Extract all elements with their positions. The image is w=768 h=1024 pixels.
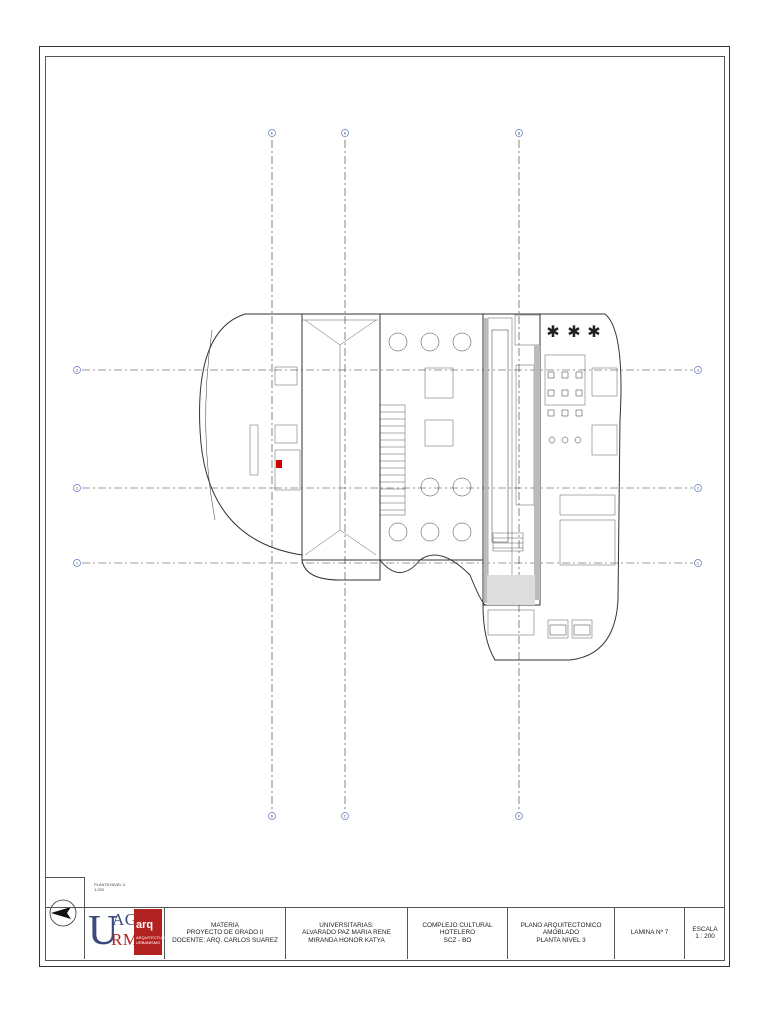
grid-marker-top-a bbox=[341, 129, 349, 137]
grid-label-left-1: 2 bbox=[76, 487, 78, 491]
svg-text:✱: ✱ bbox=[567, 322, 580, 341]
grid-label-right-2: 1 bbox=[697, 562, 699, 566]
grid-marker-right-2 bbox=[694, 484, 702, 492]
faculty-logo: arq ARQUITECTURA URBANISMO bbox=[134, 909, 168, 955]
materia-teacher: DOCENTE: ARQ. CARLOS SUAREZ bbox=[172, 936, 278, 944]
grid-lines bbox=[82, 140, 693, 810]
grid-marker-left-3 bbox=[73, 366, 81, 374]
title-block-plan: PLANO ARQUITECTONICO AMOBLADO PLANTA NIV… bbox=[508, 907, 615, 959]
grid-marker-top-b bbox=[515, 129, 523, 137]
grid-label-top-2: B bbox=[518, 132, 521, 136]
title-block-sheet: LAMINA Nº 7 bbox=[615, 907, 685, 959]
scale-value: 1 : 200 bbox=[695, 933, 715, 940]
title-block-project: COMPLEJO CULTURAL HOTELERO SCZ - BO bbox=[408, 907, 508, 959]
legend-scale: 1:200 bbox=[94, 887, 105, 892]
student-1: ALVARADO PAZ MARIA RENE bbox=[302, 929, 391, 937]
north-arrow bbox=[49, 899, 77, 927]
university-logo: U AG RM arq ARQUITECTURA URBANISMO bbox=[85, 907, 168, 959]
title-block-scale: ESCALA 1 : 200 bbox=[685, 907, 725, 959]
furniture bbox=[547, 371, 591, 636]
grid-label-bottom-2: F bbox=[518, 815, 520, 819]
grid-marker-top-e bbox=[268, 129, 276, 137]
stairs bbox=[379, 364, 535, 552]
faculty-logo-subtext: ARQUITECTURA URBANISMO bbox=[136, 935, 168, 945]
grid-label-left-0: 3 bbox=[76, 369, 78, 373]
drawing-frame bbox=[45, 56, 725, 961]
trees: ✱ ✱ ✱ bbox=[546, 322, 600, 341]
legend-title: PLANTA NIVEL 3 bbox=[94, 882, 125, 887]
grid-marker-bottom-f bbox=[515, 812, 523, 820]
grid-label-left-2: 1 bbox=[76, 562, 78, 566]
grid-label-top-1: A bbox=[344, 132, 347, 136]
grid-label-bottom-0: D bbox=[271, 815, 274, 819]
logo-letters-ag: AG bbox=[112, 910, 138, 929]
title-block-students: UNIVERSITARIAS: ALVARADO PAZ MARIA RENE … bbox=[286, 907, 408, 959]
svg-text:✱: ✱ bbox=[546, 322, 559, 341]
grid-marker-right-1 bbox=[694, 559, 702, 567]
student-2: MIRANDA HONOR KATYA bbox=[308, 936, 385, 944]
grid-markers bbox=[73, 129, 702, 820]
project-location: SCZ - BO bbox=[443, 936, 472, 944]
grid-marker-bottom-c bbox=[341, 812, 349, 820]
grid-marker-right-3 bbox=[694, 366, 702, 374]
legend-label: PLANTA NIVEL 3 1:200 bbox=[94, 882, 125, 892]
red-marker bbox=[276, 460, 282, 468]
title-block-top-line bbox=[45, 907, 725, 908]
sheet-number: LAMINA Nº 7 bbox=[630, 929, 669, 937]
materia-course: PROYECTO DE GRADO II bbox=[186, 929, 264, 937]
grid-label-right-0: 3 bbox=[697, 369, 699, 373]
scale-title: ESCALA bbox=[692, 925, 718, 933]
plan-level: PLANTA NIVEL 3 bbox=[536, 936, 586, 944]
project-name: COMPLEJO CULTURAL HOTELERO bbox=[422, 921, 493, 937]
planter-circles bbox=[388, 332, 472, 542]
grid-marker-left-1 bbox=[73, 559, 81, 567]
faculty-logo-text: arq bbox=[136, 919, 154, 931]
hatched-deck bbox=[484, 318, 540, 605]
title-block-materia: MATERIA PROYECTO DE GRADO II DOCENTE: AR… bbox=[165, 907, 286, 959]
grid-marker-bottom-d bbox=[268, 812, 276, 820]
svg-text:✱: ✱ bbox=[587, 322, 600, 341]
interior-walls bbox=[249, 314, 618, 639]
plan-title: PLANO ARQUITECTONICO AMOBLADO bbox=[520, 921, 602, 937]
grid-label-bottom-1: C bbox=[344, 815, 347, 819]
north-arrow-box bbox=[45, 877, 85, 959]
logo-letters-rm: RM bbox=[111, 930, 139, 949]
building-outline bbox=[199, 313, 622, 661]
students-title: UNIVERSITARIAS: bbox=[319, 921, 374, 929]
grid-marker-left-2 bbox=[73, 484, 81, 492]
logo-letter-u: U bbox=[88, 908, 119, 954]
grid-label-right-1: 2 bbox=[697, 487, 699, 491]
grid-label-top-0: E bbox=[271, 132, 274, 136]
materia-title: MATERIA bbox=[211, 921, 239, 929]
